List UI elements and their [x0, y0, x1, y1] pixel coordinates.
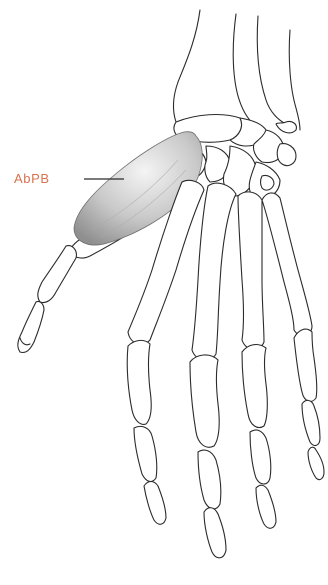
- ring-finger-bones: [238, 192, 276, 528]
- ring-metacarpal: [238, 192, 264, 349]
- middle-distal-phalanx: [204, 508, 226, 558]
- index-distal-phalanx: [144, 482, 166, 525]
- ring-middle-phalanx: [250, 430, 271, 484]
- radius-bone: [174, 10, 200, 122]
- thumb-distal-phalanx: [18, 301, 44, 352]
- middle-metacarpal: [192, 183, 236, 360]
- little-finger-bones: [262, 193, 324, 480]
- ulna-styloid: [276, 121, 296, 132]
- ulna-bone: [257, 16, 286, 124]
- thumb-proximal-phalanx: [38, 246, 77, 303]
- radius-bone-inner: [233, 14, 256, 126]
- forearm-bones: [174, 10, 300, 133]
- ring-distal-phalanx: [256, 485, 276, 528]
- little-distal-phalanx: [308, 447, 324, 479]
- little-proximal-phalanx: [294, 329, 317, 401]
- little-middle-phalanx: [302, 400, 320, 445]
- little-metacarpal: [262, 193, 312, 336]
- ring-proximal-phalanx: [242, 345, 267, 428]
- pisiform: [277, 144, 296, 166]
- ulna-bone-outer: [289, 30, 300, 130]
- abpb-label: AbPB: [14, 171, 50, 187]
- middle-proximal-phalanx: [190, 355, 219, 447]
- middle-middle-phalanx: [198, 450, 221, 509]
- index-proximal-phalanx: [127, 340, 151, 424]
- middle-finger-bones: [190, 183, 236, 558]
- index-middle-phalanx: [134, 426, 157, 481]
